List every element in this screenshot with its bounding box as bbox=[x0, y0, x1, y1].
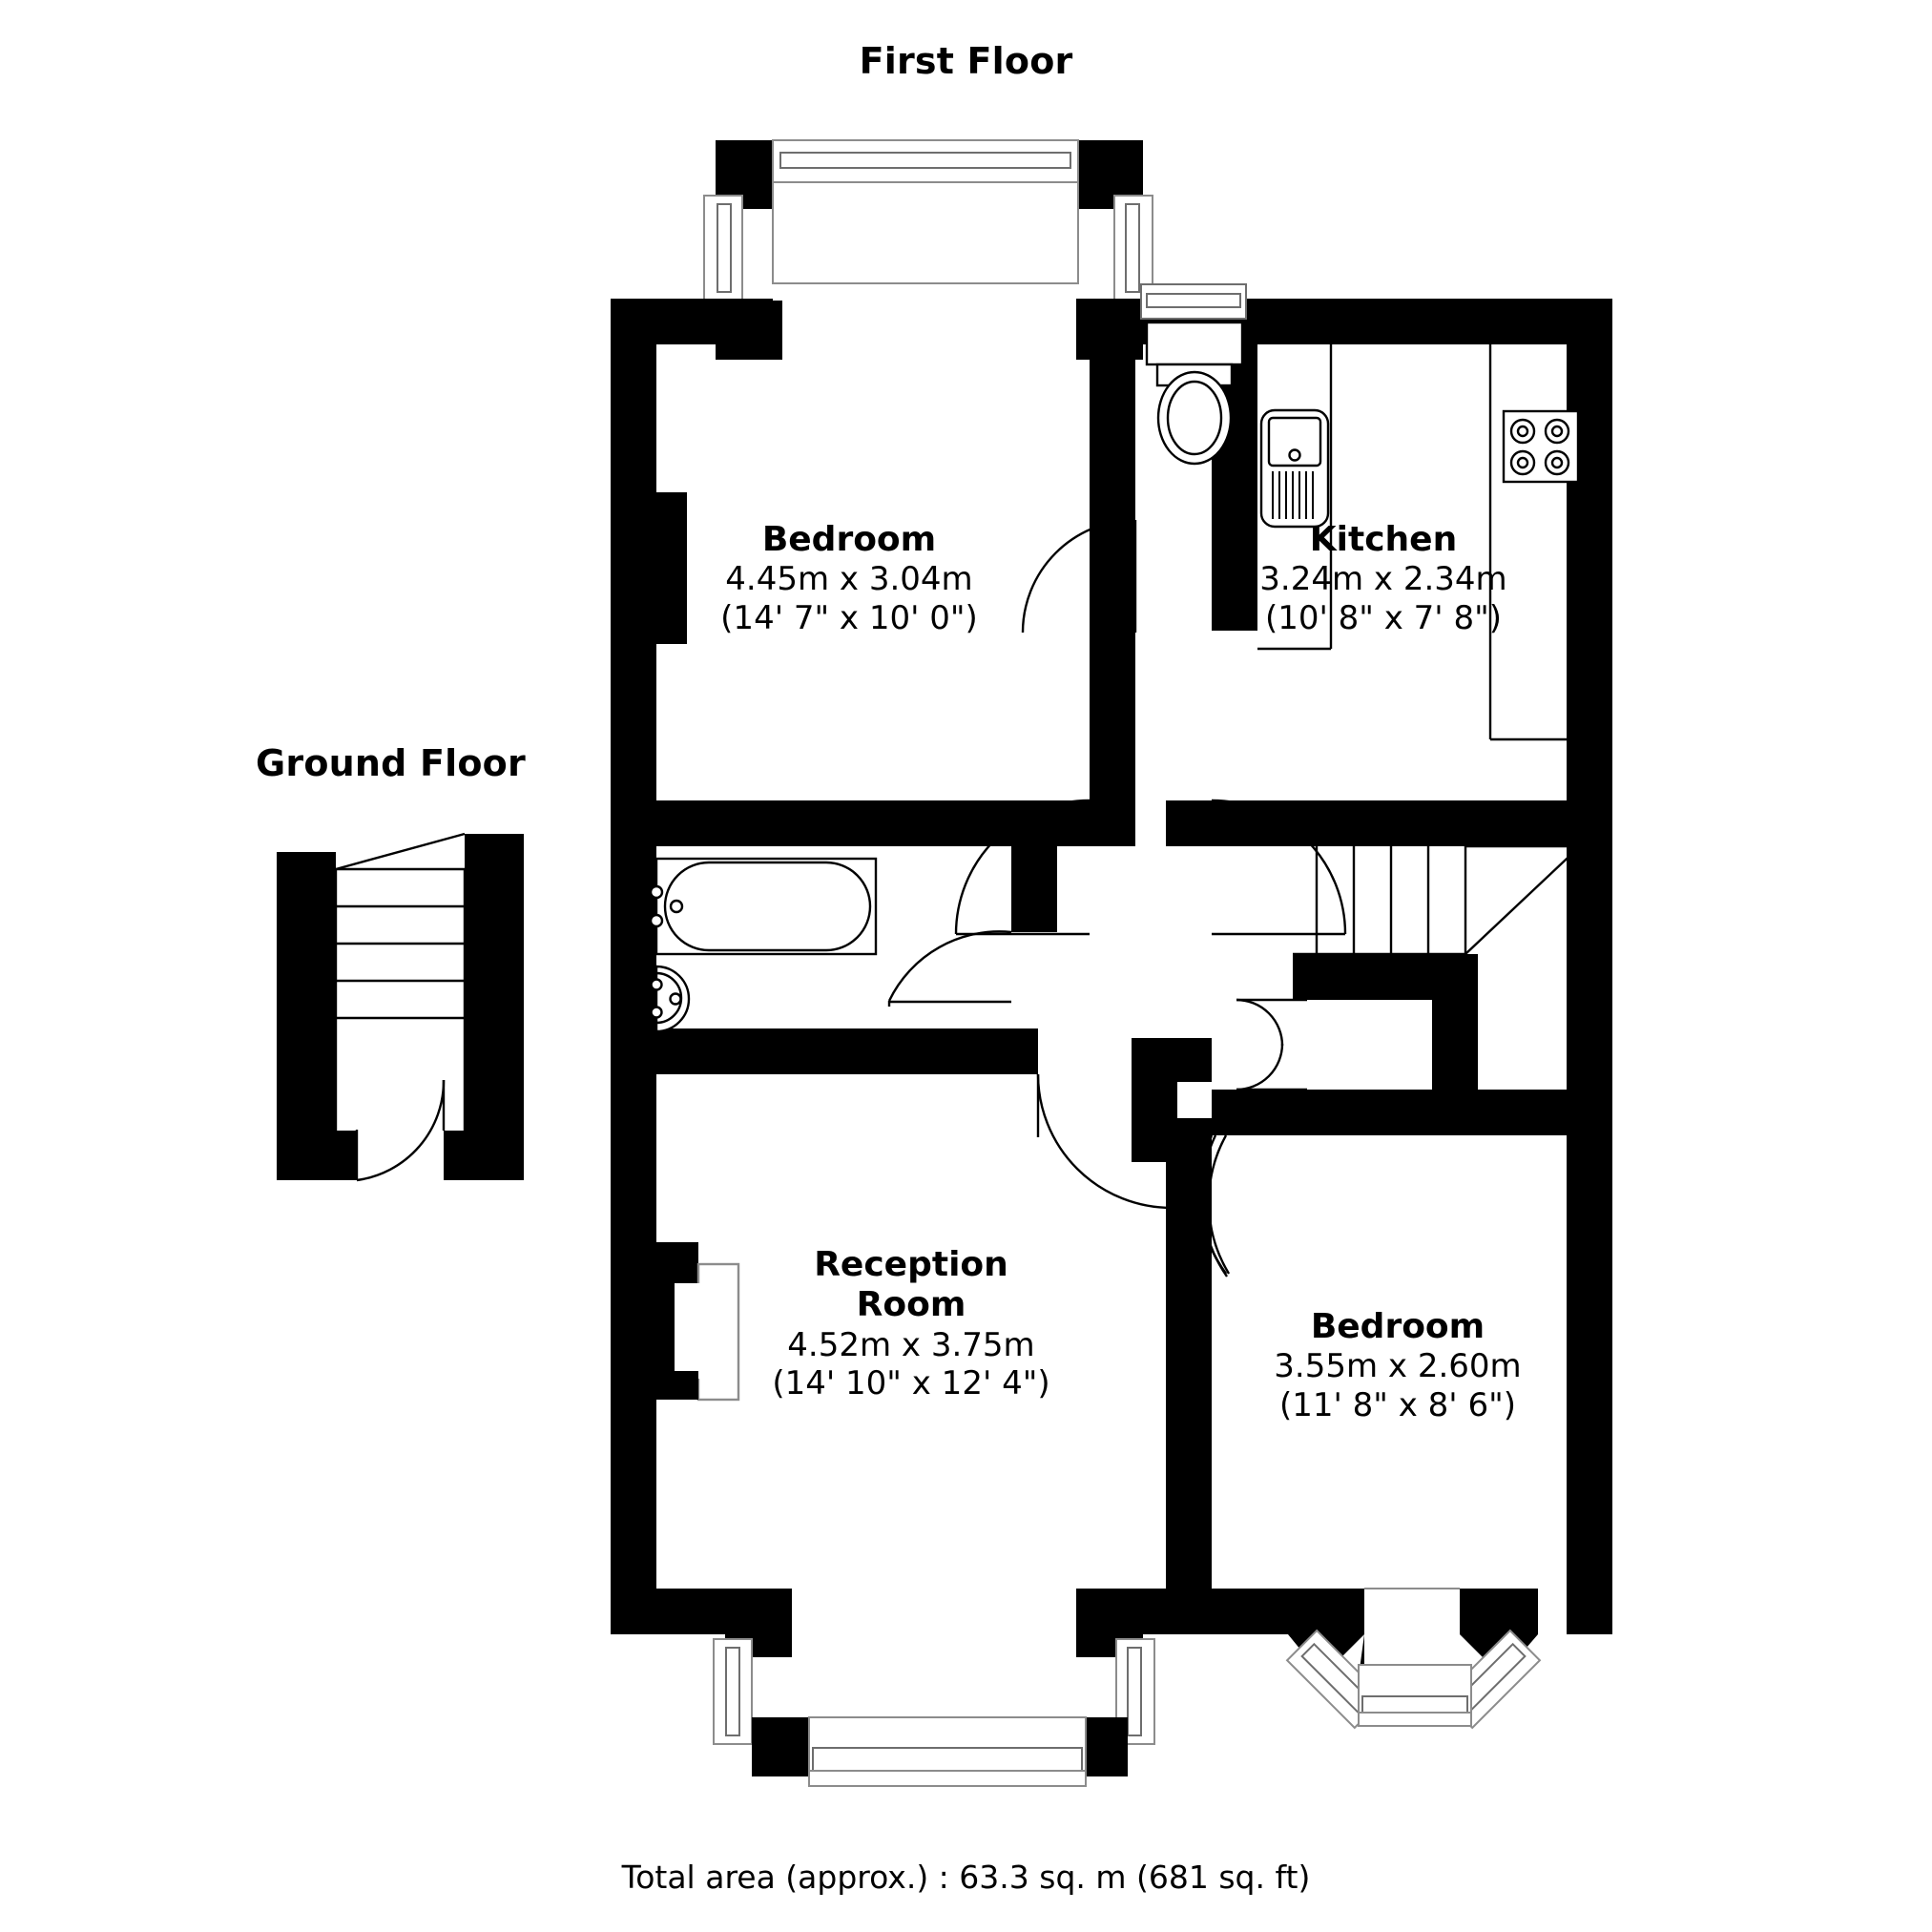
wash-basin-icon bbox=[650, 965, 691, 1033]
ground-floor-inset bbox=[277, 832, 524, 1182]
room-metric-dimensions: 4.45m x 3.04m bbox=[725, 560, 973, 599]
room-imperial-dimensions: (10' 8" x 7' 8") bbox=[1264, 598, 1502, 637]
room-imperial-dimensions: (11' 8" x 8' 6") bbox=[1278, 1385, 1516, 1424]
fireplace-icon bbox=[656, 1242, 740, 1402]
room-metric-dimensions: 4.52m x 3.75m bbox=[787, 1325, 1035, 1364]
door-swing-icon bbox=[1021, 518, 1137, 634]
wall-joins bbox=[1090, 800, 1212, 846]
room-label-bedroom-2: Bedroom 3.55m x 2.60m (11' 8" x 8' 6") bbox=[1245, 1307, 1550, 1424]
room-name: Bedroom bbox=[1310, 1307, 1485, 1346]
door-swing-icon bbox=[1036, 1073, 1173, 1210]
room-label-reception-room: Reception Room 4.52m x 3.75m (14' 10" x … bbox=[758, 1245, 1064, 1402]
ground-floor-title: Ground Floor bbox=[256, 742, 526, 784]
first-floor-plan bbox=[611, 139, 1612, 1787]
door-swing-icon bbox=[1200, 1134, 1228, 1278]
room-name-line2: Room bbox=[856, 1285, 966, 1325]
kitchen-counters bbox=[1257, 344, 1567, 741]
room-name: Kitchen bbox=[1309, 520, 1458, 559]
door-swing-icon bbox=[355, 1079, 446, 1182]
staircase-icon bbox=[1293, 844, 1581, 966]
double-door-swing-icon bbox=[1236, 998, 1307, 1091]
room-name: Bedroom bbox=[761, 520, 937, 559]
bathtub-icon bbox=[649, 857, 878, 956]
hob-icon bbox=[1502, 409, 1580, 484]
door-swing-icon bbox=[1211, 799, 1347, 936]
room-metric-dimensions: 3.24m x 2.34m bbox=[1259, 560, 1507, 599]
window-icon bbox=[1140, 283, 1247, 320]
room-label-bedroom-1: Bedroom 4.45m x 3.04m (14' 7" x 10' 0") bbox=[696, 520, 1002, 637]
staircase-icon bbox=[334, 832, 467, 1131]
room-metric-dimensions: 3.55m x 2.60m bbox=[1274, 1347, 1522, 1386]
room-imperial-dimensions: (14' 7" x 10' 0") bbox=[720, 598, 978, 637]
room-name-line1: Reception bbox=[814, 1245, 1008, 1284]
room-label-kitchen: Kitchen 3.24m x 2.34m (10' 8" x 7' 8") bbox=[1240, 520, 1527, 637]
first-floor-title: First Floor bbox=[859, 40, 1073, 82]
chimney-breast-icon bbox=[656, 492, 687, 644]
canted-bay-window-icon bbox=[1285, 1588, 1542, 1730]
total-area-text: Total area (approx.) : 63.3 sq. m (681 s… bbox=[621, 1859, 1311, 1896]
toilet-icon bbox=[1145, 321, 1244, 466]
sink-icon bbox=[1259, 408, 1330, 529]
bay-window-icon bbox=[713, 1589, 1155, 1787]
door-swing-icon bbox=[887, 930, 1012, 1007]
room-imperial-dimensions: (14' 10" x 12' 4") bbox=[772, 1364, 1050, 1403]
